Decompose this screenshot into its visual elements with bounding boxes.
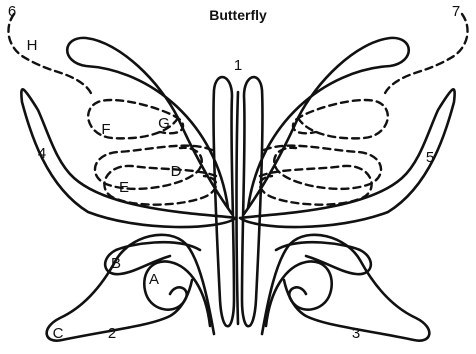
label-1: 1 xyxy=(234,57,242,74)
label-6: 6 xyxy=(8,3,16,20)
right-lower-dashed-loop xyxy=(260,166,372,205)
diagram-title: Butterfly xyxy=(209,7,267,23)
label-D: D xyxy=(171,163,182,180)
label-F: F xyxy=(101,121,110,138)
right-upper-wing-outer-loop xyxy=(240,89,455,227)
label-E: E xyxy=(119,179,129,196)
label-H: H xyxy=(27,37,38,54)
label-G: G xyxy=(158,115,170,132)
right-upper-dashed-loop xyxy=(293,100,388,138)
label-3: 3 xyxy=(352,325,360,342)
label-B: B xyxy=(111,255,121,272)
left-lower-wing-outer-loop xyxy=(47,235,214,341)
left-top-dashed-loop xyxy=(8,14,92,96)
right-top-dashed-loop xyxy=(384,14,468,96)
right-wing-group xyxy=(240,14,468,341)
label-A: A xyxy=(149,271,159,288)
label-4: 4 xyxy=(38,145,46,162)
label-2: 2 xyxy=(108,325,116,342)
body-center-stripe xyxy=(237,92,239,324)
label-C: C xyxy=(53,325,64,342)
label-5: 5 xyxy=(426,149,434,166)
label-7: 7 xyxy=(452,3,460,20)
right-lower-wing-outer-loop xyxy=(262,235,429,341)
left-upper-wing-outer-loop xyxy=(21,89,236,227)
